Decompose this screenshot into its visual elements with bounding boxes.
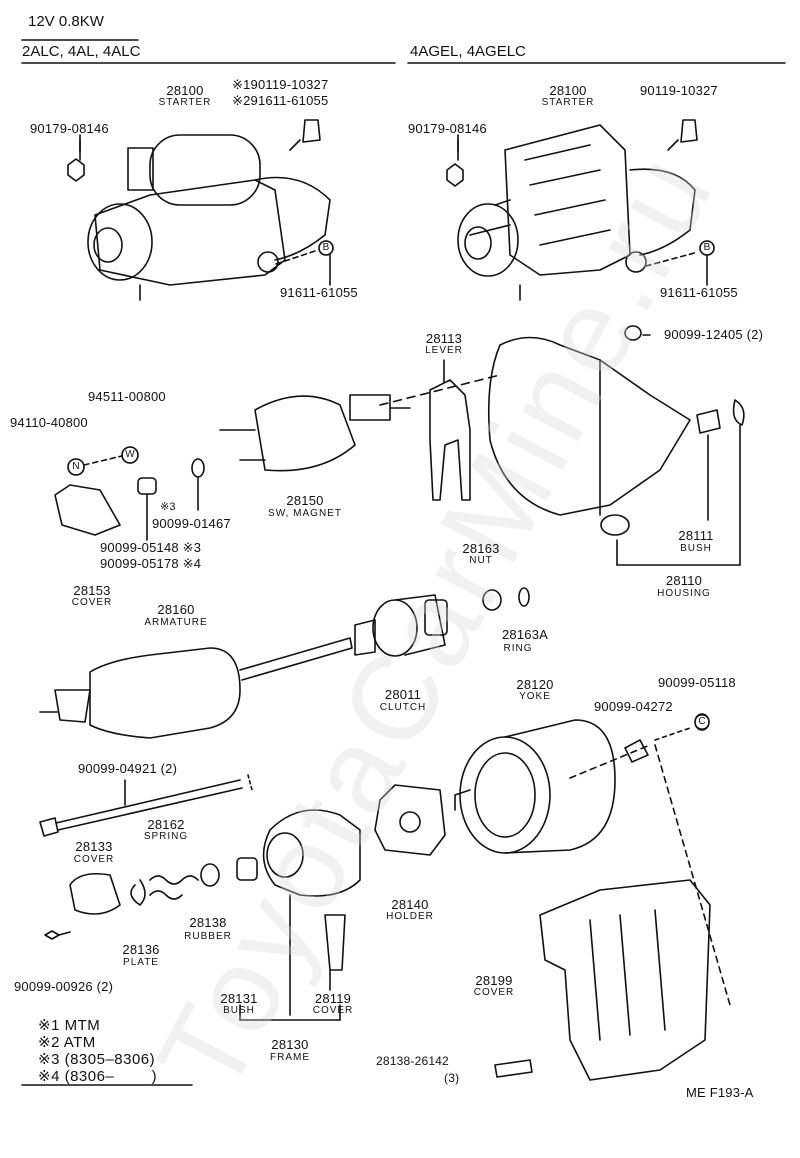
part-number-bolt-right[interactable]: 90119-10327 — [640, 83, 718, 98]
nut-ring-drawing — [482, 587, 530, 611]
left-model-label: 2ALC, 4AL, 4ALC — [22, 43, 141, 60]
voltage-title: 12V 0.8KW — [28, 13, 104, 30]
starter-right-drawing — [446, 119, 715, 301]
part-name-starter-left: STARTER — [158, 97, 212, 108]
part-number-frame[interactable]: 28130 — [271, 1037, 309, 1052]
part-number-starter-right[interactable]: 28100 — [549, 83, 587, 98]
housing-drawing — [487, 325, 745, 566]
part-number-end-cover[interactable]: 28133 — [75, 839, 113, 854]
note-3: ※3 (8305–8306) — [38, 1051, 156, 1068]
right-model-label: 4AGEL, 4AGELC — [410, 43, 526, 60]
frame-drawing — [262, 809, 361, 1016]
part-name-spring: SPRING — [143, 831, 189, 842]
part-number-bush-b[interactable]: 90099-05178 ※4 — [100, 556, 202, 571]
part-number-ring[interactable]: 28163A — [501, 627, 549, 642]
part-number-frame-bush[interactable]: 28131 — [220, 991, 258, 1006]
part-name-housing: HOUSING — [657, 588, 711, 599]
end-cover-parts-drawing — [44, 857, 258, 940]
part-number-lower-cover[interactable]: 28199 — [475, 973, 513, 988]
tag-b-left: B — [322, 242, 330, 253]
part-number-bush-a[interactable]: 90099-05148 ※3 — [100, 540, 202, 555]
part-number-armature[interactable]: 28160 — [157, 602, 195, 617]
part-number-ring-small[interactable]: 90099-01467 — [152, 516, 231, 531]
part-number-yoke-screw[interactable]: 90099-04272 — [594, 699, 673, 714]
part-number-housing[interactable]: 28110 — [665, 573, 703, 588]
part-number-yoke[interactable]: 28120 — [516, 677, 554, 692]
part-name-frame: FRAME — [270, 1052, 310, 1063]
part-number-clip-c[interactable]: 90099-05118 — [658, 675, 736, 690]
tag-n: N — [72, 461, 80, 472]
part-number-nut[interactable]: 28163 — [462, 541, 500, 556]
part-name-lower-cover: COVER — [473, 987, 515, 998]
part-number-bolt-left-b[interactable]: ※291611-61055 — [232, 93, 329, 108]
part-name-cover: COVER — [71, 597, 113, 608]
part-name-frame-cover: COVER — [312, 1005, 354, 1016]
magnet-switch-drawing — [219, 374, 501, 472]
note-1: ※1 MTM — [38, 1017, 101, 1034]
part-name-nut: NUT — [469, 555, 493, 566]
yoke-drawing — [454, 713, 710, 854]
lower-cover-drawing — [494, 744, 731, 1081]
part-number-starter-left[interactable]: 28100 — [166, 83, 204, 98]
part-number-holder[interactable]: 28140 — [391, 897, 429, 912]
part-number-washer-w[interactable]: 94511-00800 — [88, 389, 166, 404]
part-name-frame-bush: BUSH — [223, 1005, 255, 1016]
part-number-stud-right[interactable]: 91611-61055 — [660, 285, 738, 300]
part-name-plate: PLATE — [123, 957, 159, 968]
clutch-drawing — [354, 594, 448, 657]
starter-left-drawing — [67, 119, 334, 301]
part-name-bush: BUSH — [680, 543, 712, 554]
leader-lines — [21, 134, 708, 1086]
part-name-ring: RING — [503, 643, 533, 654]
holder-drawing — [374, 784, 446, 856]
note-2: ※2 ATM — [38, 1034, 96, 1051]
part-name-magnet-switch: SW, MAGNET — [268, 508, 342, 519]
part-number-nut-right[interactable]: 90179-08146 — [408, 121, 487, 136]
part-number-cover-screw[interactable]: 90099-00926 (2) — [14, 979, 114, 994]
part-number-nut-n[interactable]: 94110-40800 — [10, 415, 88, 430]
part-number-plate[interactable]: 28136 — [122, 942, 160, 957]
armature-drawing — [39, 637, 353, 739]
part-number-stud-left[interactable]: 91611-61055 — [280, 285, 358, 300]
grommet-quantity: (3) — [444, 1071, 460, 1085]
part-name-clutch: CLUTCH — [379, 702, 427, 713]
tag-c: C — [698, 716, 706, 727]
thru-bolt-drawing — [39, 774, 253, 837]
part-name-end-cover: COVER — [73, 854, 115, 865]
part-name-starter-right: STARTER — [541, 97, 595, 108]
part-number-bush[interactable]: 28111 — [678, 528, 714, 543]
part-number-bolt-left-a[interactable]: ※190119-10327 — [232, 77, 329, 92]
part-number-magnet-switch[interactable]: 28150 — [286, 493, 324, 508]
part-name-yoke: YOKE — [519, 691, 551, 702]
note-4: ※4 (8306– ) — [38, 1068, 158, 1085]
tag-w: W — [125, 449, 135, 460]
part-name-armature: ARMATURE — [144, 617, 208, 628]
part-number-frame-cover[interactable]: 28119 — [314, 991, 352, 1006]
note-mark-3: ※3 — [160, 501, 176, 513]
part-number-clutch[interactable]: 28011 — [384, 687, 422, 702]
reference-code: ME F193-A — [686, 1085, 754, 1100]
part-number-thru-bolt[interactable]: 90099-04921 (2) — [78, 761, 178, 776]
part-number-cover[interactable]: 28153 — [73, 583, 111, 598]
part-name-rubber: RUBBER — [184, 931, 232, 942]
tag-b-right: B — [703, 242, 711, 253]
part-number-rubber[interactable]: 28138 — [189, 915, 227, 930]
lever-drawing — [429, 359, 471, 501]
part-name-lever: LEVER — [425, 345, 463, 356]
part-number-grommet[interactable]: 28138-26142 — [376, 1054, 449, 1068]
part-number-housing-screw[interactable]: 90099-12405 (2) — [664, 327, 764, 342]
part-number-lever[interactable]: 28113 — [425, 331, 463, 346]
part-number-spring[interactable]: 28162 — [147, 817, 185, 832]
part-name-holder: HOLDER — [386, 911, 434, 922]
part-number-nut-left[interactable]: 90179-08146 — [30, 121, 109, 136]
